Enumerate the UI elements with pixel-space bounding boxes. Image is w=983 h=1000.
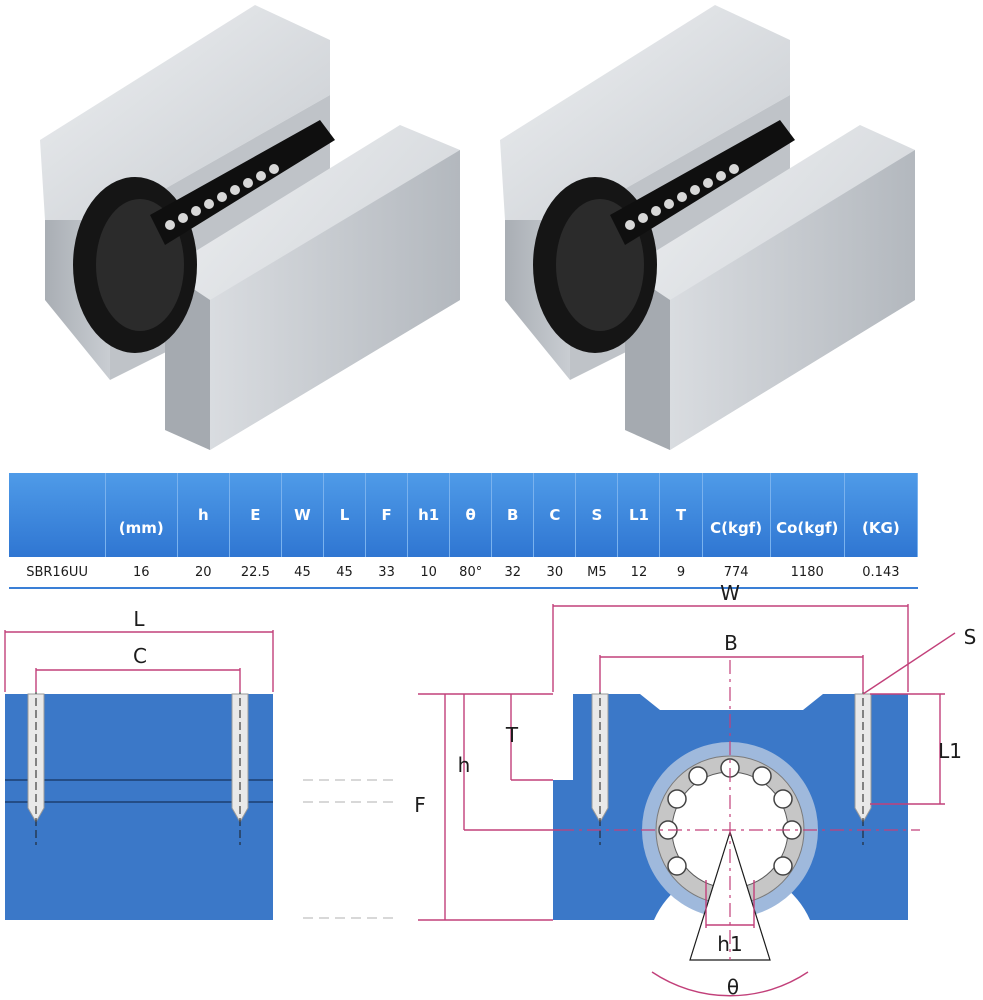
label-theta: θ bbox=[727, 975, 739, 999]
spec-cell: 80° bbox=[449, 557, 492, 589]
spec-header: S bbox=[575, 473, 619, 557]
product-photos bbox=[40, 5, 915, 450]
spec-header: (KG) bbox=[844, 473, 919, 557]
label-h: h bbox=[458, 753, 471, 777]
spec-cell: 33 bbox=[365, 557, 408, 589]
spec-header: h1 bbox=[407, 473, 451, 557]
spec-cell: 16 bbox=[105, 557, 178, 589]
bearing-block-photo-left bbox=[40, 5, 460, 450]
spec-header bbox=[9, 473, 106, 557]
bearing-balls bbox=[658, 758, 802, 876]
projection-lines bbox=[303, 779, 398, 919]
spec-cell: 30 bbox=[533, 557, 576, 589]
spec-header-row: (mm) h E W L F h1 θ B C S L1 T C(kgf) Co… bbox=[9, 473, 919, 557]
dimension-C bbox=[35, 668, 241, 692]
spec-cell: M5 bbox=[575, 557, 618, 589]
spec-cell: 9 bbox=[659, 557, 703, 589]
front-view bbox=[553, 660, 920, 961]
spec-cell: 12 bbox=[617, 557, 660, 589]
spec-header: W bbox=[281, 473, 324, 557]
label-W: W bbox=[720, 581, 740, 605]
spec-cell: 32 bbox=[491, 557, 534, 589]
spec-header: Co(kgf) bbox=[770, 473, 845, 557]
front-screw-hole-right bbox=[854, 686, 872, 845]
side-view: L C bbox=[4, 607, 274, 920]
technical-drawing: L C bbox=[4, 581, 977, 999]
spec-cell: 22.5 bbox=[229, 557, 282, 589]
side-screw-hole-right bbox=[231, 686, 249, 845]
label-S: S bbox=[964, 625, 977, 649]
spec-header: F bbox=[365, 473, 409, 557]
spec-cell: SBR16UU bbox=[9, 557, 106, 589]
spec-cell: 10 bbox=[407, 557, 450, 589]
spec-header: L1 bbox=[617, 473, 661, 557]
spec-cell: 45 bbox=[281, 557, 324, 589]
label-L1: L1 bbox=[938, 739, 962, 763]
spec-data-row: SBR16UU 16 20 22.5 45 45 33 10 80° 32 30… bbox=[9, 557, 918, 589]
spec-cell: 45 bbox=[323, 557, 366, 589]
spec-header: h bbox=[177, 473, 230, 557]
side-screw-hole-left bbox=[27, 686, 45, 845]
label-L: L bbox=[133, 607, 145, 631]
spec-header: C bbox=[533, 473, 577, 557]
spec-cell: 1180 bbox=[770, 557, 845, 589]
label-F: F bbox=[414, 793, 426, 817]
bearing-block-photo-right bbox=[500, 5, 915, 450]
spec-header: T bbox=[659, 473, 703, 557]
spec-header: E bbox=[229, 473, 282, 557]
front-dimensions bbox=[418, 604, 956, 997]
spec-header: C(kgf) bbox=[702, 473, 771, 557]
spec-cell: 774 bbox=[702, 557, 771, 589]
spec-header: B bbox=[491, 473, 535, 557]
label-h1: h1 bbox=[717, 932, 742, 956]
spec-header: θ bbox=[449, 473, 493, 557]
label-C: C bbox=[133, 644, 147, 668]
label-B: B bbox=[724, 631, 738, 655]
front-screw-hole-left bbox=[591, 686, 609, 845]
dimension-L bbox=[4, 630, 274, 692]
spec-table: (mm) h E W L F h1 θ B C S L1 T C(kgf) Co… bbox=[9, 473, 919, 589]
spec-header: (mm) bbox=[105, 473, 178, 557]
label-T: T bbox=[505, 723, 519, 747]
side-view-block bbox=[5, 694, 273, 920]
spec-header: L bbox=[323, 473, 367, 557]
spec-cell: 20 bbox=[177, 557, 230, 589]
spec-cell: 0.143 bbox=[844, 557, 918, 589]
